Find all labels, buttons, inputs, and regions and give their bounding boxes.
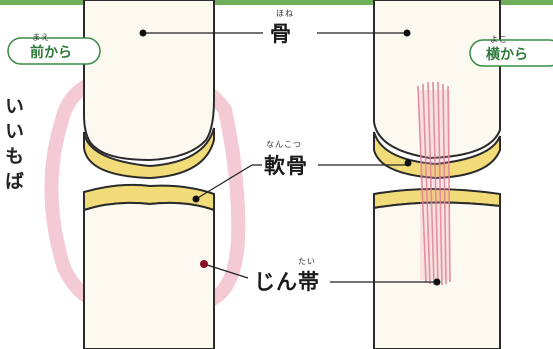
ligament-point-front [200,260,208,268]
cartilage-point-front [193,196,200,203]
cartilage-label: 軟骨 [264,150,308,180]
lower-bone-front [84,203,214,349]
side-caption: いいもば [0,96,27,196]
ligament-band-side [420,90,450,280]
side-view-label: 横から [486,44,528,64]
cartilage-point-side [405,160,412,167]
upper-bone-front [84,0,214,160]
bone-point-side [404,30,411,37]
bone-point-front [140,30,147,37]
front-view-label: 前から [30,42,72,62]
ligament-label: じん帯 [254,266,320,296]
bone-label: 骨 [270,18,292,48]
cartilage-ruby: なんこつ [266,139,302,150]
ligament-point-side [434,279,441,286]
